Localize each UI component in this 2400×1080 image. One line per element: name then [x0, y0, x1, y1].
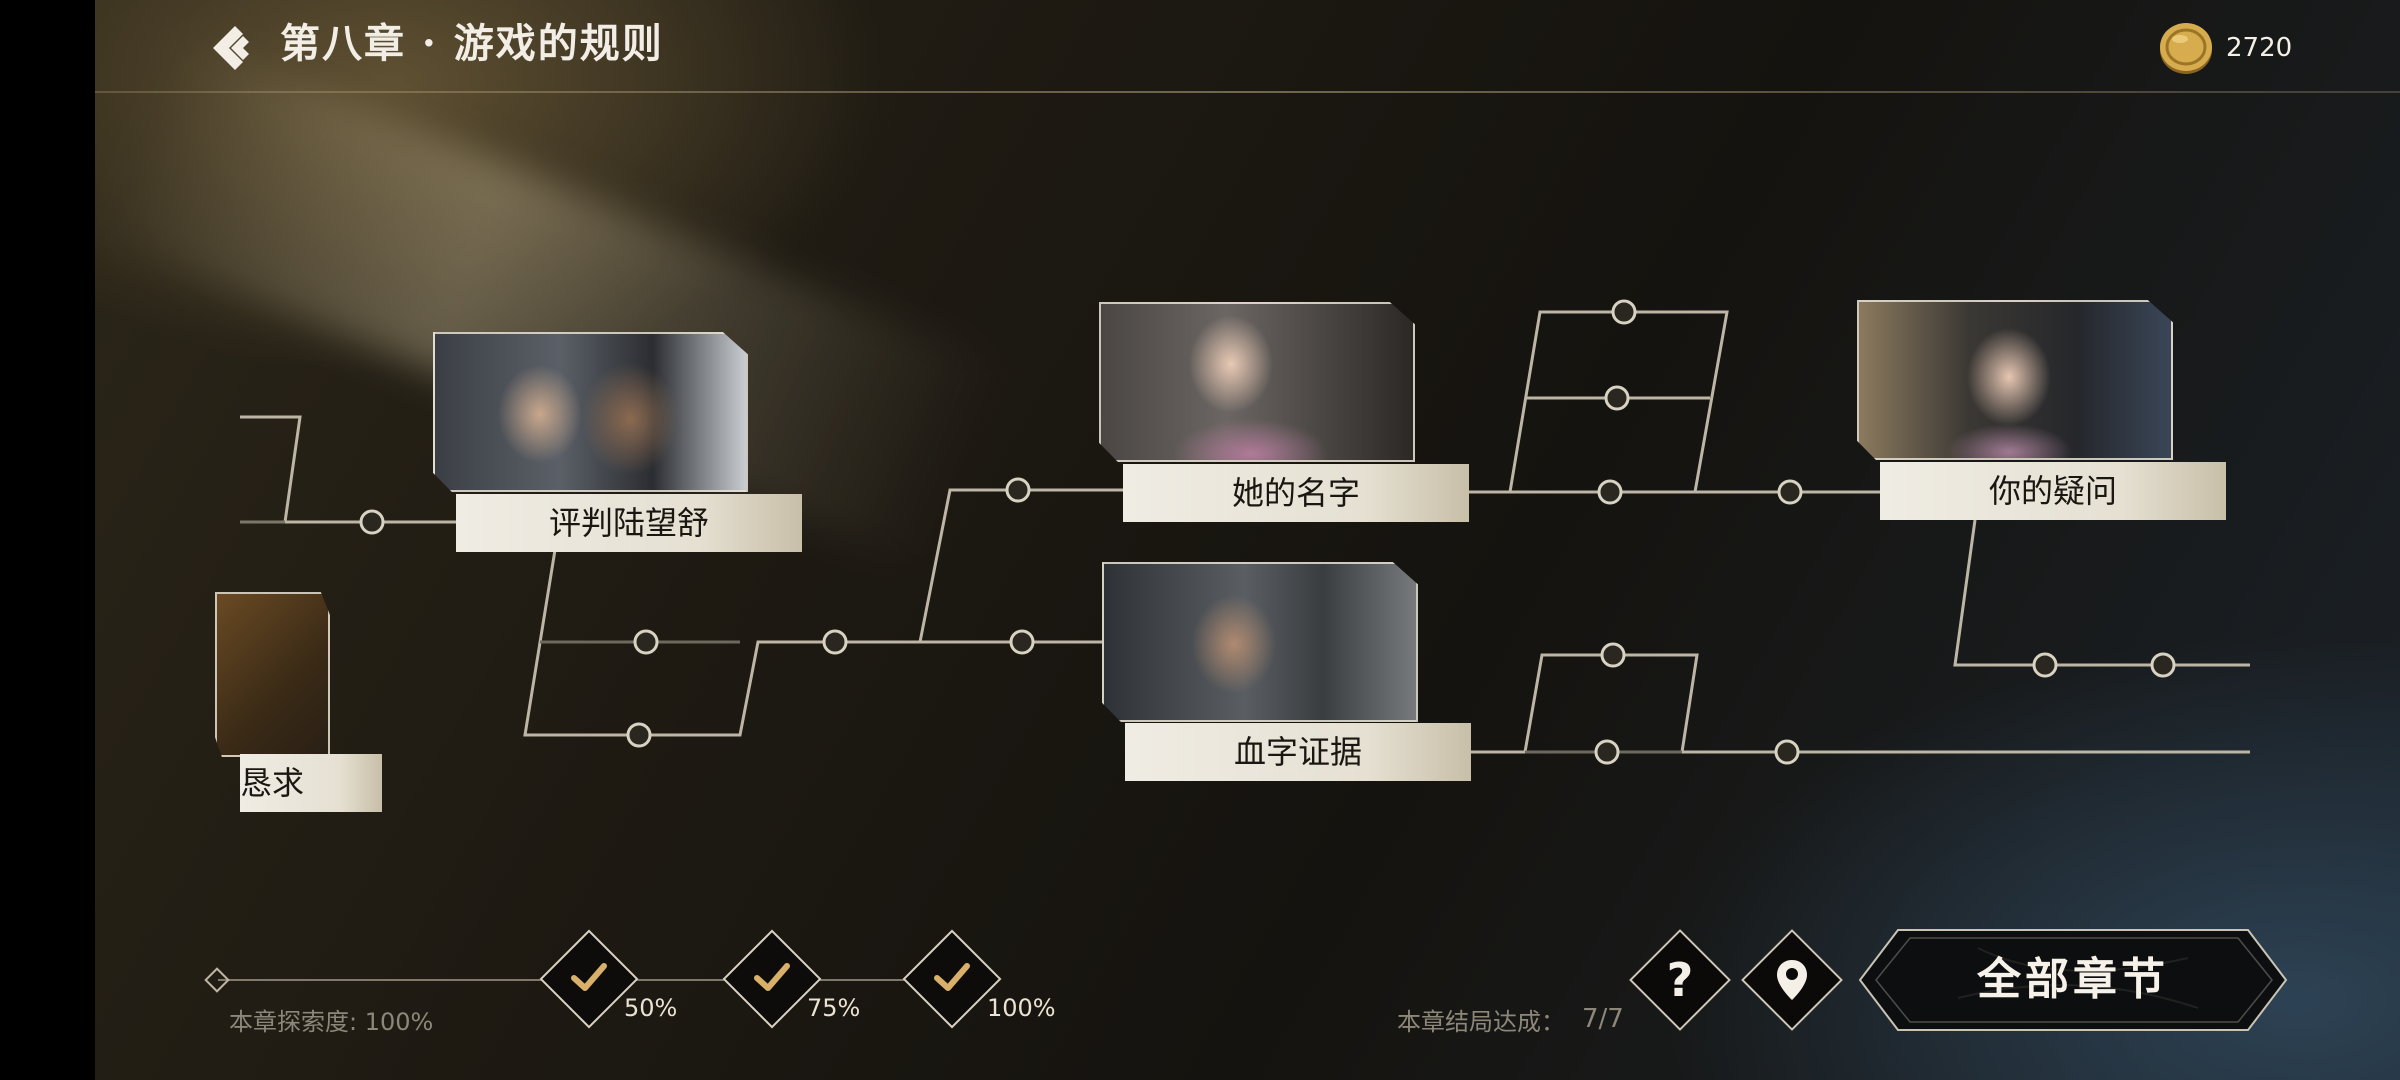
branch-point [2032, 652, 2058, 678]
branch-point [2150, 652, 2176, 678]
ending-achieved-value: 7/7 [1582, 1004, 1624, 1034]
exploration-degree-label: 本章探索度: 100% [229, 1008, 434, 1036]
location-pin-icon [1777, 960, 1807, 1000]
map-location-button[interactable] [1741, 929, 1843, 1031]
coin-count: 2720 [2226, 33, 2293, 63]
check-icon [934, 963, 970, 991]
branch-point [1611, 299, 1637, 325]
node-label: 恳求 [240, 754, 382, 812]
milestone-75: 75% [722, 929, 860, 1029]
branch-point [1600, 642, 1626, 668]
back-arrow-icon [213, 26, 249, 70]
help-button[interactable]: ? [1629, 929, 1731, 1031]
all-chapters-label: 全部章节 [1977, 954, 2169, 1005]
branch-point [1597, 479, 1623, 505]
node-thumbnail [1099, 302, 1415, 462]
node-label: 你的疑问 [1880, 462, 2226, 520]
chapter-title: 第八章 · 游戏的规则 [280, 20, 664, 67]
branch-line-left-top [240, 415, 460, 524]
back-button[interactable] [205, 18, 265, 78]
node-label: 她的名字 [1123, 464, 1469, 522]
gold-coin-icon [2160, 23, 2212, 74]
node-thumbnail [1102, 562, 1418, 722]
branch-point [1777, 479, 1803, 505]
all-chapters-button[interactable]: 全部章节 [1858, 928, 2288, 1032]
branch-point [1594, 739, 1620, 765]
milestone-label: 100% [987, 994, 1056, 1022]
branch-point [1604, 385, 1630, 411]
branch-point [633, 629, 659, 655]
branch-line-blood-loop [1470, 653, 2250, 754]
all-chapters-frame [1858, 929, 2288, 1031]
branch-point [1774, 739, 1800, 765]
branch-point [359, 509, 385, 535]
node-thumbnail [215, 592, 330, 757]
check-icon [754, 963, 790, 991]
branch-line-to-her-name [918, 488, 1125, 643]
node-label: 评判陆望舒 [456, 494, 802, 552]
header-divider [95, 91, 2400, 93]
node-thumbnail [1857, 300, 2173, 460]
branch-point [822, 629, 848, 655]
branch-point [626, 722, 652, 748]
branch-line-question-lower [1953, 519, 2250, 667]
milestone-label: 50% [624, 994, 678, 1022]
check-icon [571, 963, 607, 991]
ending-achieved-label: 本章结局达成： [1397, 1008, 1565, 1036]
question-mark-icon: ? [1666, 953, 1694, 1007]
branch-point [1005, 477, 1031, 503]
milestone-50: 50% [539, 929, 677, 1029]
node-thumbnail [433, 332, 748, 492]
milestone-100: 100% [902, 929, 1056, 1029]
milestone-label: 75% [807, 994, 861, 1022]
branch-point [1009, 629, 1035, 655]
node-label: 血字证据 [1125, 723, 1471, 781]
